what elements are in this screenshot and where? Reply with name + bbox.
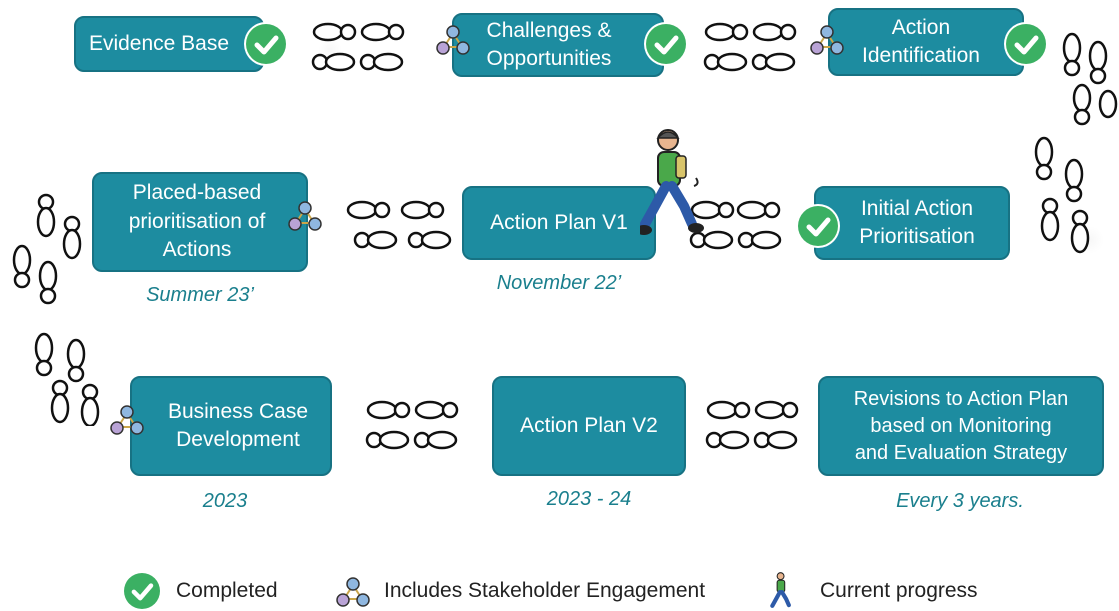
legend-current-progress: Current progress: [820, 579, 978, 602]
stakeholder-engagement-icon: [288, 201, 322, 231]
footsteps-icon: [12, 193, 82, 305]
stage-label: Challenges & Opportunities: [486, 18, 612, 70]
stage-label: Placed-based prioritisation of Actions: [128, 181, 266, 262]
stage-action-plan-v2: Action Plan V2: [492, 376, 686, 476]
legend-check-icon: [124, 573, 160, 609]
stage-label: Initial Action Prioritisation: [859, 196, 975, 248]
stage-date: 2023 - 24: [546, 488, 632, 510]
stage-date: Summer 23’: [146, 284, 254, 306]
stage-placed-based-prioritisation: Placed-based prioritisation of Actions: [92, 172, 308, 272]
stage-label: Evidence Base: [88, 31, 230, 55]
footsteps-icon: [311, 22, 405, 72]
stakeholder-engagement-icon: [110, 405, 144, 435]
stage-label: Business Case Development: [167, 399, 309, 451]
footsteps-icon: [703, 22, 797, 72]
stage-label: Action Plan V2: [520, 413, 658, 437]
stage-date: November 22’: [496, 272, 622, 294]
stage-evidence-base: Evidence Base: [74, 16, 264, 72]
stakeholder-engagement-icon: [810, 25, 844, 55]
completed-check-icon: [646, 24, 686, 64]
stage-date: 2023: [202, 490, 248, 512]
legend-stakeholder: Includes Stakeholder Engagement: [384, 579, 706, 602]
footsteps-icon: [1062, 32, 1118, 126]
stage-challenges-opportunities: Challenges & Opportunities: [452, 13, 664, 77]
stage-action-plan-v1: Action Plan V1: [462, 186, 656, 260]
stage-revisions-action-plan: Revisions to Action Plan based on Monito…: [818, 376, 1104, 476]
stakeholder-engagement-icon: [436, 25, 470, 55]
footsteps-icon: [365, 400, 459, 450]
legend-stakeholder-icon: [336, 577, 370, 607]
stage-date: Every 3 years.: [896, 490, 1024, 512]
stage-action-identification: Action Identification: [828, 8, 1024, 76]
footsteps-icon: [34, 332, 100, 426]
legend-completed: Completed: [176, 579, 278, 602]
stage-label: Action Identification: [862, 15, 980, 67]
walking-person-icon: [640, 129, 704, 235]
stage-label: Action Plan V1: [490, 210, 628, 234]
stage-initial-action-prioritisation: Initial Action Prioritisation: [814, 186, 1010, 260]
completed-check-icon: [798, 206, 838, 246]
stage-label: Revisions to Action Plan based on Monito…: [853, 387, 1069, 464]
completed-check-icon: [1006, 24, 1046, 64]
stage-business-case-development: Business Case Development: [130, 376, 332, 476]
completed-check-icon: [246, 24, 286, 64]
footsteps-icon: [705, 400, 799, 450]
legend-walking-person-icon: [770, 572, 791, 608]
footsteps-icon: [689, 200, 782, 250]
footsteps-icon: [346, 200, 452, 250]
footsteps-icon: [1034, 136, 1090, 254]
